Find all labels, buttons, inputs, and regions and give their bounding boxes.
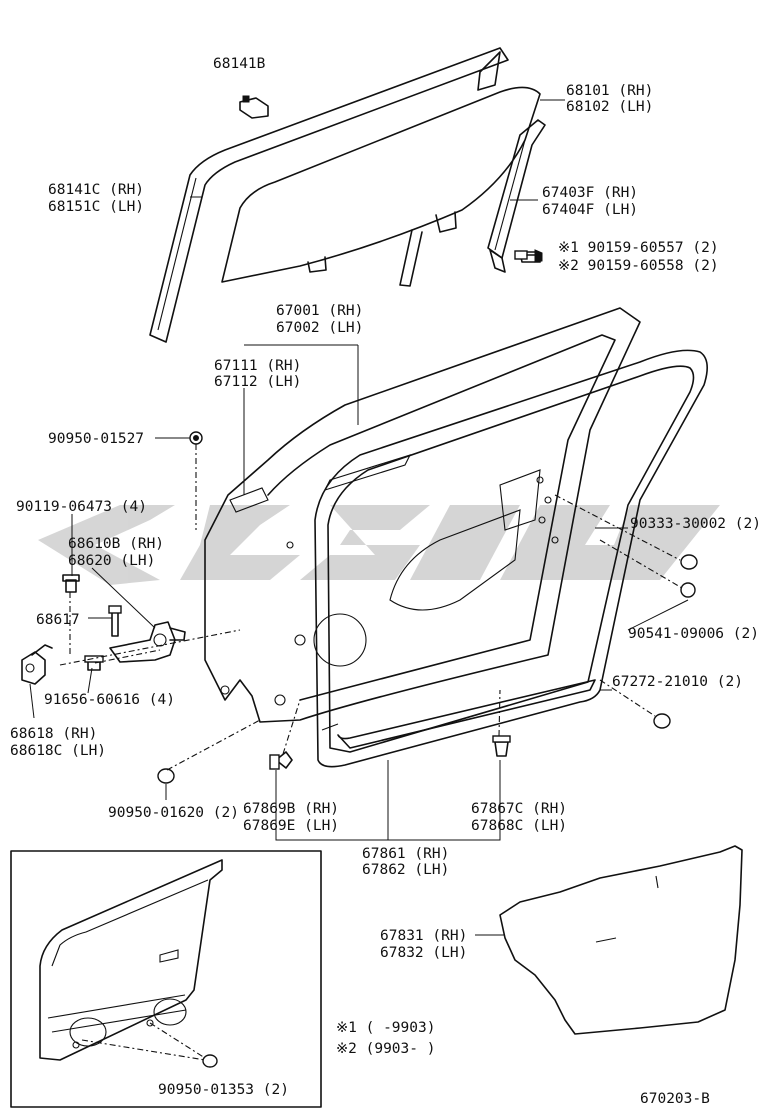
door-weatherstrip [314,349,708,768]
plugs-right [653,554,698,729]
label-68102: 68102 (LH) [566,99,653,115]
label-90119-06473: 90119-06473 (4) [16,499,147,515]
label-68101: 68101 (RH) [566,83,653,99]
bolt-90119 [62,574,80,593]
watermark [38,505,720,585]
door-glass [221,86,541,287]
label-68141B: 68141B [213,56,266,72]
clip-68141B [239,95,269,119]
label-91656-60616: 91656-60616 (4) [44,692,175,708]
label-67403F: 67403F (RH) [542,185,638,201]
label-note-1: ※1 90159-60557 (2) [558,240,719,256]
label-90950-01353: 90950-01353 (2) [158,1082,289,1098]
label-footnote-1: ※1 ( -9903) [336,1020,435,1036]
bolt-68617 [108,605,122,637]
label-90333-30002: 90333-30002 (2) [630,516,760,532]
label-68618: 68618 (RH) [10,726,97,742]
bolt-91656 [84,655,104,671]
label-90541-09006: 90541-09006 (2) [628,626,759,642]
label-68141C: 68141C (RH) [48,182,144,198]
label-68618C: 68618C (LH) [10,743,106,759]
label-footnote-2: ※2 (9903- ) [336,1041,435,1057]
inset-box [10,850,322,1108]
label-67869B: 67869B (RH) [243,801,339,817]
label-note-2: ※2 90159-60558 (2) [558,258,719,274]
plug-90950-01527 [189,431,203,445]
label-67112: 67112 (LH) [214,374,301,390]
screw-90159 [514,250,541,260]
label-67111: 67111 (RH) [214,358,301,374]
plug-90950-01620 [157,768,175,784]
label-67868C: 67868C (LH) [471,818,567,834]
label-90950-01620: 90950-01620 (2) [108,805,239,821]
label-67869E: 67869E (LH) [243,818,339,834]
label-67001: 67001 (RH) [276,303,363,319]
label-90950-01527: 90950-01527 [48,431,144,447]
rear-channel [487,119,546,273]
part-labels: 68141B 68101 (RH) 68102 (LH) 68141C (RH)… [10,56,760,1107]
label-68610B: 68610B (RH) [68,536,164,552]
label-diagram-code: 670203-B [640,1091,710,1107]
solid-leaders [29,99,689,936]
label-67404F: 67404F (LH) [542,202,638,218]
label-68617: 68617 [36,612,80,628]
lower-seal [337,679,596,749]
door-panel [204,307,641,723]
clip-67869B [269,751,293,770]
label-67002: 67002 (LH) [276,320,363,336]
label-67832: 67832 (LH) [380,945,467,961]
clip-67867C [492,735,511,757]
glass-run-channel [149,47,509,343]
label-68151C: 68151C (LH) [48,199,144,215]
label-68620: 68620 (LH) [68,553,155,569]
door-check [109,621,186,663]
label-67862: 67862 (LH) [362,862,449,878]
label-67861: 67861 (RH) [362,846,449,862]
hinge-68618 [21,644,53,685]
label-67867C: 67867C (RH) [471,801,567,817]
service-hole-cover [499,845,743,1035]
label-67831: 67831 (RH) [380,928,467,944]
label-67272-21010: 67272-21010 (2) [612,674,743,690]
